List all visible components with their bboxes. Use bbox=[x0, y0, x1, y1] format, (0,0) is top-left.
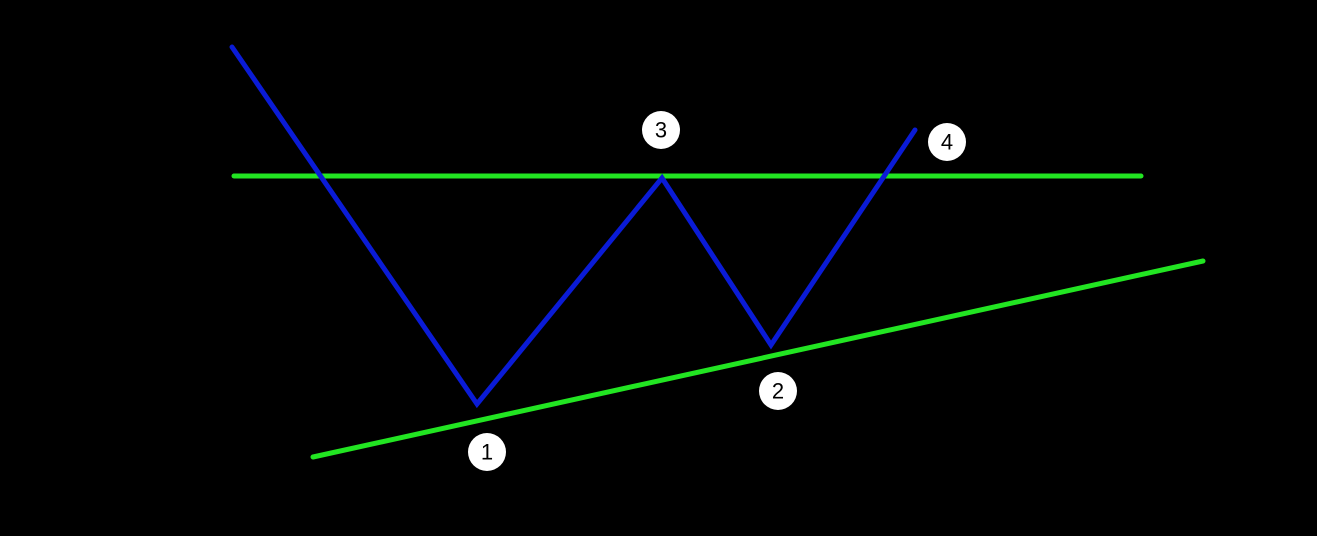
marker-2-label: 2 bbox=[772, 379, 784, 404]
marker-3-label: 3 bbox=[655, 118, 667, 143]
rising-trend-line bbox=[310, 258, 1206, 460]
marker-4: 4 bbox=[928, 123, 966, 161]
marker-4-label: 4 bbox=[941, 130, 953, 155]
marker-1: 1 bbox=[468, 433, 506, 471]
marker-4-circle bbox=[928, 123, 966, 161]
marker-2-circle bbox=[759, 372, 797, 410]
marker-2: 2 bbox=[759, 372, 797, 410]
marker-3: 3 bbox=[642, 111, 680, 149]
price-path bbox=[229, 44, 918, 409]
marker-1-label: 1 bbox=[481, 440, 493, 465]
marker-3-circle bbox=[642, 111, 680, 149]
marker-1-circle bbox=[468, 433, 506, 471]
